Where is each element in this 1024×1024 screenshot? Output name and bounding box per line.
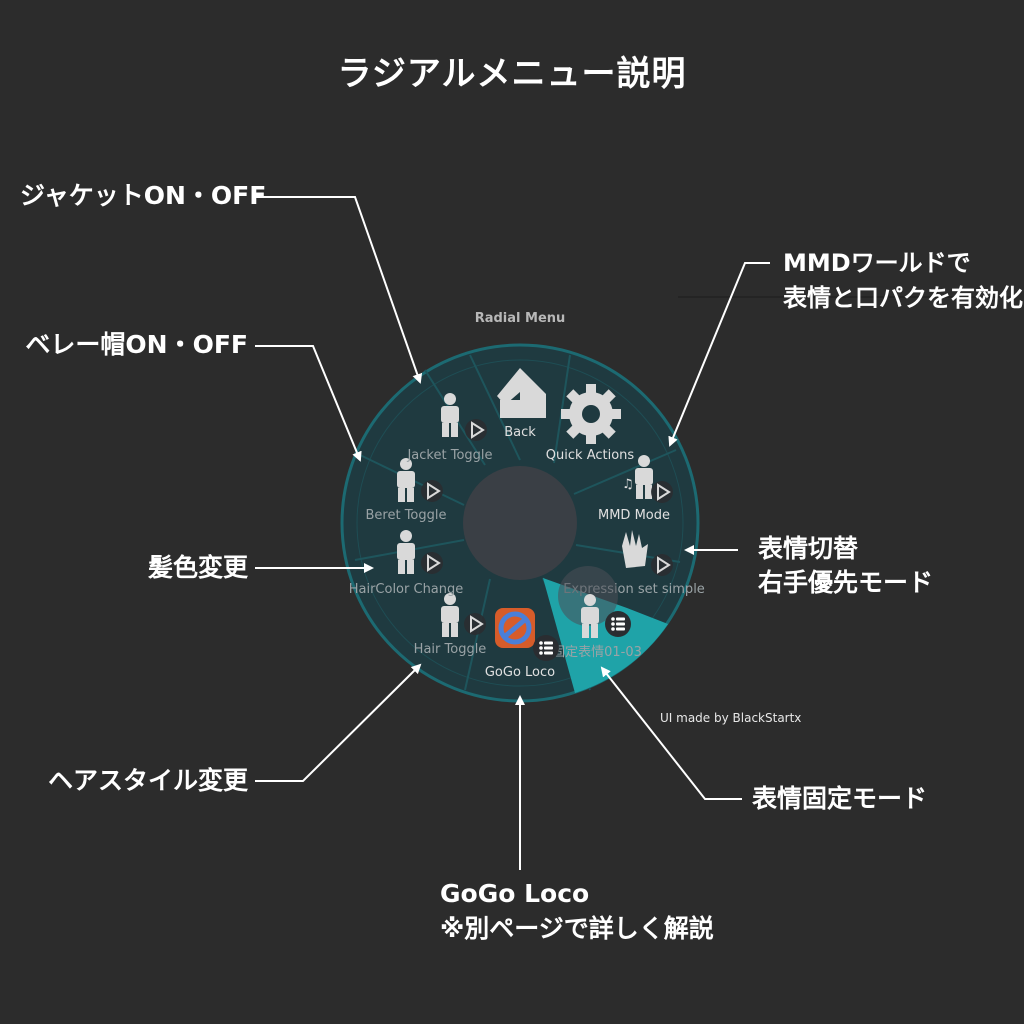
beret-toggle-label: Beret Toggle bbox=[365, 508, 446, 523]
annotation-fixed: 表情固定モード bbox=[752, 784, 928, 813]
quick-actions-label: Quick Actions bbox=[546, 448, 635, 463]
back-icon bbox=[497, 368, 546, 418]
annotation-mmd-line2: 表情と口パクを有効化 bbox=[783, 284, 1023, 312]
annotation-gogo-line1: GoGo Loco bbox=[440, 879, 590, 908]
play-icon bbox=[463, 612, 487, 636]
haircolor-change-label: HairColor Change bbox=[349, 582, 464, 597]
annotation-expression-line2: 右手優先モード bbox=[758, 568, 934, 597]
music-note-icon: ♫ bbox=[622, 477, 634, 492]
fixed-expression-item[interactable]: 固定表情01-03 bbox=[552, 566, 642, 660]
annotation-beret: ベレー帽ON・OFF bbox=[25, 330, 248, 359]
mmd-mode-item[interactable]: ♫ MMD Mode bbox=[598, 455, 674, 523]
list-icon bbox=[533, 635, 559, 661]
annotation-expression-line1: 表情切替 bbox=[758, 534, 859, 563]
fixed-expression-label: 固定表情01-03 bbox=[552, 645, 642, 660]
play-icon bbox=[650, 480, 674, 504]
radial-menu-title: Radial Menu bbox=[474, 311, 566, 326]
back-item[interactable]: Back bbox=[497, 368, 546, 440]
mmd-mode-label: MMD Mode bbox=[598, 508, 670, 523]
gogo-loco-item[interactable]: GoGo Loco bbox=[485, 608, 559, 680]
jacket-toggle-label: Jacket Toggle bbox=[406, 448, 492, 463]
annotation-gogo-line2: ※別ページで詳しく解説 bbox=[440, 914, 714, 943]
annotation-hairstyle: ヘアスタイル変更 bbox=[47, 766, 248, 795]
play-icon bbox=[420, 479, 444, 503]
haircolor-change-item[interactable]: HairColor Change bbox=[349, 530, 464, 597]
play-icon bbox=[650, 553, 674, 577]
arrow-beret bbox=[255, 345, 362, 462]
gogo-loco-logo-icon bbox=[495, 608, 535, 648]
list-icon bbox=[605, 611, 631, 637]
arrow-jacket bbox=[255, 196, 423, 384]
annotation-haircolor: 髪色変更 bbox=[147, 553, 248, 582]
page-title: ラジアルメニュー説明 bbox=[337, 54, 687, 94]
hair-toggle-item[interactable]: Hair Toggle bbox=[414, 593, 487, 657]
center-button[interactable] bbox=[463, 466, 577, 580]
play-icon bbox=[420, 551, 444, 575]
back-label: Back bbox=[504, 425, 536, 440]
beret-toggle-item[interactable]: Beret Toggle bbox=[365, 458, 447, 523]
credit-text: UI made by BlackStartx bbox=[660, 711, 802, 725]
quick-actions-item[interactable]: Quick Actions bbox=[546, 384, 635, 463]
gogo-loco-label: GoGo Loco bbox=[485, 665, 555, 680]
gear-icon bbox=[561, 384, 621, 444]
arrow-mmd bbox=[668, 262, 770, 447]
play-icon bbox=[464, 418, 488, 442]
arrow-hairstyle bbox=[255, 663, 422, 782]
jacket-toggle-item[interactable]: Jacket Toggle bbox=[406, 393, 493, 463]
hair-toggle-label: Hair Toggle bbox=[414, 642, 487, 657]
annotation-mmd-line1: MMDワールドで bbox=[783, 249, 971, 277]
hand-icon bbox=[622, 530, 648, 568]
annotation-jacket: ジャケットON・OFF bbox=[20, 181, 267, 210]
arrow-fixed bbox=[600, 666, 742, 800]
annotation-arrows bbox=[255, 196, 770, 870]
radial-menu: Back Quick Actions ♫ MMD Mode bbox=[340, 343, 705, 703]
